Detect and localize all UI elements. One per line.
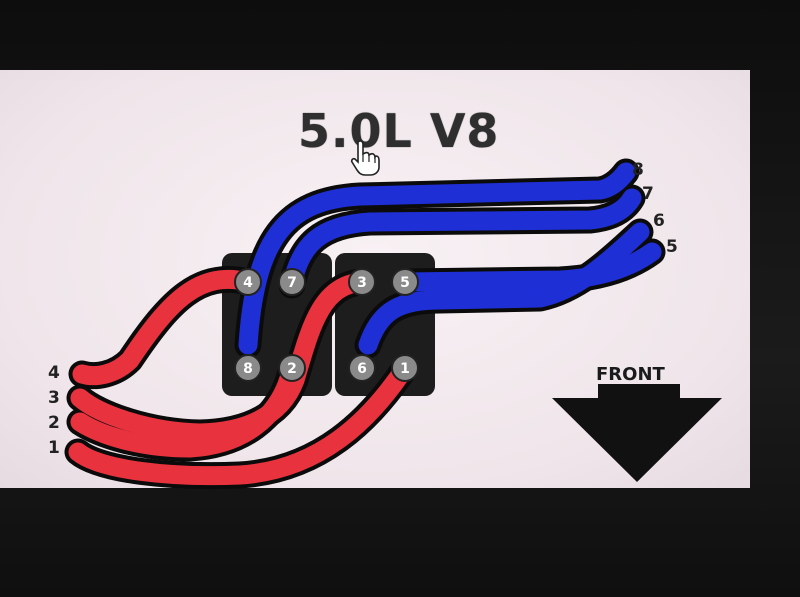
red-wire-1 bbox=[68, 358, 415, 486]
wire-number-left-1: 1 bbox=[48, 438, 60, 458]
plug-label-left-bottom-2: 2 bbox=[287, 361, 297, 377]
plug-label-right-top-1: 3 bbox=[357, 275, 367, 291]
blue-wire-6 bbox=[358, 222, 650, 355]
plug-terminal bbox=[234, 354, 262, 382]
front-label: FRONT bbox=[596, 364, 665, 385]
down-arrow-icon bbox=[552, 384, 722, 482]
blue-wire-5 bbox=[395, 242, 662, 292]
plug-label-left-top-1: 4 bbox=[243, 275, 253, 291]
plug-label-left-top-2: 7 bbox=[287, 275, 297, 291]
plug-label-right-bottom-1: 6 bbox=[357, 361, 367, 377]
wire-number-right-6: 6 bbox=[653, 211, 665, 231]
wire-number-left-2: 2 bbox=[48, 413, 60, 433]
wire-number-right-5: 5 bbox=[666, 237, 678, 257]
plug-terminal bbox=[278, 354, 306, 382]
red-wire-4 bbox=[72, 269, 258, 386]
red-wire-2 bbox=[70, 358, 302, 458]
plug-terminal bbox=[391, 268, 419, 296]
wire-number-right-8: 8 bbox=[632, 160, 644, 180]
hand-pointer-icon bbox=[350, 140, 380, 176]
plug-terminal bbox=[348, 268, 376, 296]
plug-label-right-top-2: 5 bbox=[400, 275, 410, 291]
blue-wire-7 bbox=[282, 188, 642, 295]
plug-label-left-bottom-1: 8 bbox=[243, 361, 253, 377]
plug-label-right-bottom-2: 1 bbox=[400, 361, 410, 377]
wire-number-right-7: 7 bbox=[642, 184, 654, 204]
red-wires bbox=[64, 265, 419, 490]
plug-terminal bbox=[234, 268, 262, 296]
plug-terminal bbox=[348, 354, 376, 382]
engine-title: 5.0L V8 bbox=[298, 104, 500, 158]
wire-number-left-3: 3 bbox=[48, 388, 60, 408]
wire-number-left-4: 4 bbox=[48, 363, 60, 383]
plug-terminal bbox=[391, 354, 419, 382]
plug-terminals: 4 7 8 2 3 5 6 1 bbox=[234, 268, 419, 382]
plug-terminal bbox=[278, 268, 306, 296]
